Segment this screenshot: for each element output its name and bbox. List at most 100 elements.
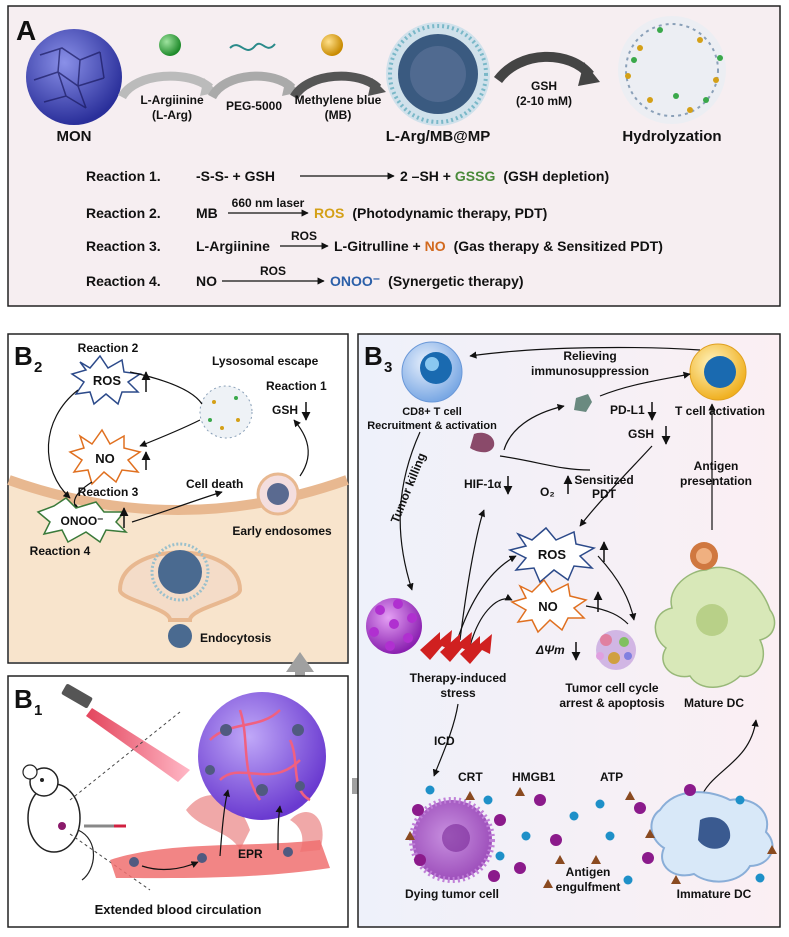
- hmgb1-dot: [569, 811, 579, 821]
- panel-b3-sub: 3: [384, 359, 392, 376]
- b3-o2: O₂: [540, 485, 555, 499]
- hmgb1-dot: [425, 785, 435, 795]
- b3-crt: CRT: [458, 770, 483, 784]
- l-arg-ball-icon: [159, 34, 181, 56]
- b3-stress-to-no-arrow: [469, 593, 513, 647]
- b3-stress-1: Therapy-induced: [410, 671, 507, 685]
- reaction-left: L-Argiinine: [196, 238, 270, 254]
- b3-no-star: [510, 578, 588, 634]
- atp-dot: [515, 787, 525, 796]
- product-label: L-Arg/MB@MP: [386, 128, 491, 145]
- step3-label-1: Methylene blue: [295, 93, 382, 107]
- reaction-left: -S-S- + GSH: [196, 168, 275, 184]
- b3-no: NO: [538, 599, 558, 614]
- reaction-product: NO: [425, 238, 446, 254]
- hmgb1-dot: [483, 795, 493, 805]
- reaction-right: 2 –SH + GSSG(GSH depletion): [400, 168, 609, 184]
- early-endosome: [256, 472, 300, 516]
- lightning-icon: [420, 630, 492, 664]
- b2-no: NO: [95, 451, 115, 466]
- reaction-note: (Gas therapy & Sensitized PDT): [454, 238, 663, 254]
- hmgb1-dot: [735, 795, 745, 805]
- b2-reaction1: Reaction 1: [266, 379, 327, 393]
- step1-label-2: (L-Arg): [152, 108, 192, 122]
- panel-b1-label: B: [14, 684, 33, 714]
- b3-icd: ICD: [434, 734, 455, 748]
- b1-tumor: [186, 692, 326, 852]
- hmgb1-dot: [595, 799, 605, 809]
- b3-hmgb1: HMGB1: [512, 770, 556, 784]
- b3-pdl1: PD-L1: [610, 403, 645, 417]
- b3-cd8-1: CD8+ T cell: [402, 406, 462, 418]
- reaction-right: ROS (Photodynamic therapy, PDT): [314, 205, 547, 221]
- b2-cell-death: Cell death: [186, 477, 243, 491]
- crt-dot: [488, 870, 500, 882]
- mb-ball-icon: [321, 34, 343, 56]
- reaction-note: (Synergetic therapy): [388, 273, 523, 289]
- zoom-line-bottom: [69, 833, 151, 891]
- b2-early-endosomes: Early endosomes: [232, 524, 332, 538]
- atp-dot: [465, 791, 475, 800]
- reaction-product: GSSG: [455, 168, 496, 184]
- crt-dot: [414, 854, 426, 866]
- b3-pdl1-to-t-arrow: [599, 371, 691, 397]
- b3-atp: ATP: [600, 770, 623, 784]
- b3-ros: ROS: [538, 547, 567, 562]
- panel-a-label: A: [16, 15, 36, 46]
- b2-onoo: ONOO⁻: [60, 514, 103, 528]
- b2-ros-to-onoo-arrow: [47, 389, 79, 499]
- b1-epr: EPR: [238, 847, 263, 861]
- b3-immature-dc: Immature DC: [677, 887, 752, 901]
- apoptosis-cell: [596, 630, 636, 670]
- crt-dot: [684, 784, 696, 796]
- atp-dot: [767, 845, 777, 854]
- crt-dot: [550, 834, 562, 846]
- b2-reaction2: Reaction 2: [78, 341, 139, 355]
- mouse-icon: [22, 764, 94, 881]
- b2-reaction3: Reaction 3: [78, 485, 139, 499]
- gsh-arrow-head: [578, 62, 600, 86]
- b2-to-no-arrow: [139, 419, 201, 447]
- reaction-left: MB: [196, 205, 218, 221]
- b3-antigen-pres-2: presentation: [680, 474, 752, 488]
- b2-endosome-to-particle-arrow: [293, 419, 309, 477]
- activated-t-cell: [689, 343, 747, 401]
- immature-dc: [650, 791, 774, 883]
- b2-ros-star: [70, 354, 143, 406]
- b3-ros-star: [507, 526, 597, 584]
- b3-delta-psi: ΔΨm: [535, 643, 565, 657]
- step3-arrow-head: [368, 78, 386, 96]
- b3-ros-to-apoptosis-arrow: [597, 555, 637, 621]
- b2-onoo-star: [36, 497, 129, 544]
- crt-dot: [642, 852, 654, 864]
- blood-vessel: [110, 840, 330, 879]
- b3-killing-arrow: [399, 431, 421, 591]
- reaction-note: (Photodynamic therapy, PDT): [352, 205, 547, 221]
- hmgb1-dot: [495, 851, 505, 861]
- atp-dot: [591, 855, 601, 864]
- peg-chain-icon: [229, 42, 276, 51]
- b3-cd8-2: Recruitment & activation: [367, 420, 497, 432]
- b3-t-to-cd8-arrow: [469, 346, 701, 359]
- b2-cell-death-arrow: [131, 490, 223, 523]
- reaction-label: Reaction 1.: [86, 168, 161, 184]
- mon-particle: [26, 29, 122, 125]
- cell-membrane: [7, 475, 349, 515]
- atp-dot: [671, 875, 681, 884]
- b1-circulation-arrow: [141, 861, 199, 871]
- crt-dot: [412, 804, 424, 816]
- b2-escape-line: [129, 371, 203, 405]
- reaction-note: (GSH depletion): [503, 168, 609, 184]
- b3-stress-to-hif-arrow: [459, 509, 485, 641]
- atp-dot: [555, 855, 565, 864]
- hif-icon: [470, 432, 495, 453]
- panel-b2-label: B: [14, 341, 33, 371]
- panel-b2-sub: 2: [34, 359, 42, 376]
- reaction-product: ROS: [314, 205, 344, 221]
- reaction-condition: ROS: [291, 229, 317, 243]
- reaction-condition: ROS: [260, 264, 286, 278]
- l-arg-mb-mp-particle: [386, 22, 490, 126]
- b1-to-b2-arrow: [286, 652, 314, 692]
